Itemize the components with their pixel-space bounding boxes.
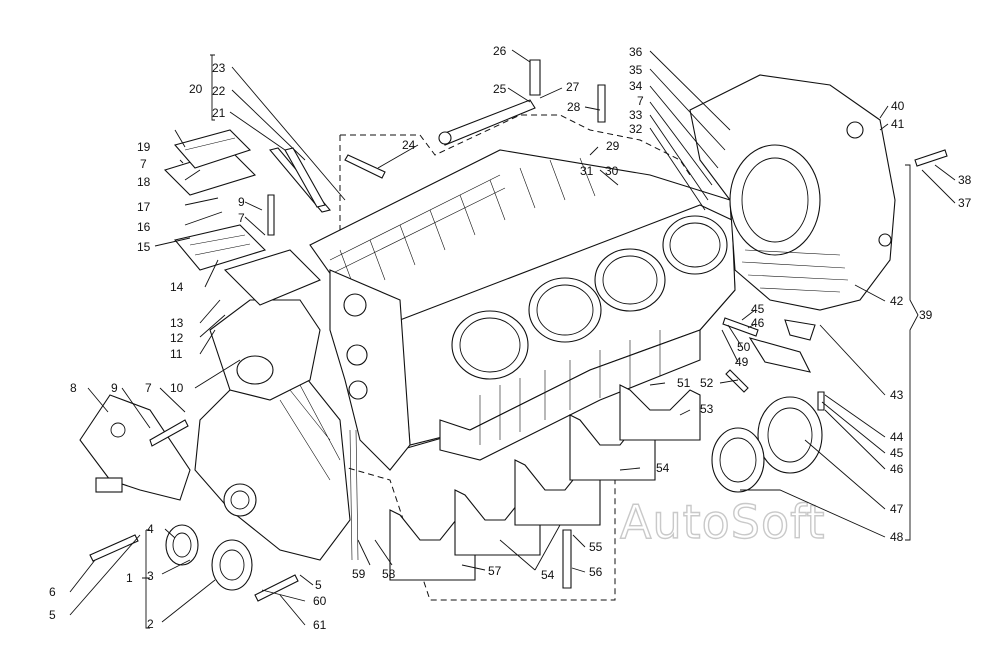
breather-cover	[163, 129, 257, 196]
callout-53: 53	[700, 402, 714, 416]
callout-25: 25	[493, 82, 507, 96]
callout-13: 13	[170, 316, 184, 330]
flywheel-housing	[689, 74, 896, 311]
callout-14: 14	[170, 280, 184, 294]
callout-55: 55	[589, 540, 603, 554]
callout-9-lower: 9	[111, 381, 118, 395]
callout-46-lower: 46	[890, 462, 904, 476]
callout-10: 10	[170, 381, 184, 395]
cover-plate	[748, 319, 816, 373]
callout-60: 60	[313, 594, 327, 608]
callout-2: 2	[147, 617, 154, 631]
callout-52: 52	[700, 376, 714, 390]
callout-54-upper: 54	[656, 461, 670, 475]
callout-1: 1	[126, 571, 133, 585]
oil-tubes	[269, 147, 331, 213]
watermark: AutoSoft	[620, 495, 826, 549]
callout-48: 48	[890, 530, 904, 544]
callout-3: 3	[147, 569, 154, 583]
callout-56: 56	[589, 565, 603, 579]
callout-12: 12	[170, 331, 184, 345]
callout-40: 40	[891, 99, 905, 113]
callout-33: 33	[629, 108, 643, 122]
callout-44: 44	[890, 430, 904, 444]
callout-7-top: 7	[637, 94, 644, 108]
callout-6: 6	[49, 585, 56, 599]
callout-31: 31	[580, 164, 594, 178]
callout-38: 38	[958, 173, 972, 187]
tie-rod	[438, 99, 536, 146]
callout-57: 57	[488, 564, 502, 578]
callout-16: 16	[137, 220, 151, 234]
rear-seals	[711, 396, 823, 493]
callout-51: 51	[677, 376, 691, 390]
callout-30: 30	[605, 164, 619, 178]
callout-15: 15	[137, 240, 151, 254]
callout-7-left: 7	[140, 157, 147, 171]
callout-7-lower: 7	[145, 381, 152, 395]
callout-23: 23	[212, 61, 226, 75]
callout-labels: 23 20 22 21 26 25 27 28 24 29 31 30 36 3…	[49, 44, 972, 632]
callout-59: 59	[352, 567, 366, 581]
callout-17: 17	[137, 200, 151, 214]
gasket-strip	[349, 429, 359, 561]
callout-27: 27	[566, 80, 580, 94]
callout-24: 24	[402, 138, 416, 152]
callout-5-left: 5	[49, 608, 56, 622]
callout-7-mid: 7	[238, 211, 245, 225]
callout-34: 34	[629, 79, 643, 93]
callout-9-upper: 9	[238, 195, 245, 209]
callout-42: 42	[890, 294, 904, 308]
callout-39: 39	[919, 308, 933, 322]
callout-45-upper: 45	[751, 302, 765, 316]
front-bracket	[79, 394, 191, 501]
callout-37: 37	[958, 196, 972, 210]
callout-36: 36	[629, 45, 643, 59]
callout-43: 43	[890, 388, 904, 402]
callout-61: 61	[313, 618, 327, 632]
leader-lines	[69, 49, 956, 629]
callout-46-upper: 46	[751, 316, 765, 330]
callout-35: 35	[629, 63, 643, 77]
callout-50: 50	[737, 340, 751, 354]
callout-41: 41	[891, 117, 905, 131]
callout-54-lower: 54	[541, 568, 555, 582]
callout-8: 8	[70, 381, 77, 395]
callout-26: 26	[493, 44, 507, 58]
callout-47: 47	[890, 502, 904, 516]
callout-4: 4	[147, 522, 154, 536]
callout-49: 49	[735, 355, 749, 369]
callout-18: 18	[137, 175, 151, 189]
callout-45-lower: 45	[890, 446, 904, 460]
front-seals	[165, 524, 253, 591]
cylinder-block	[309, 149, 736, 471]
callout-5-right: 5	[315, 578, 322, 592]
callout-58: 58	[382, 567, 396, 581]
water-pump-housing	[174, 224, 321, 401]
callout-11: 11	[170, 347, 183, 361]
callout-21: 21	[212, 106, 226, 120]
callout-20: 20	[189, 82, 203, 96]
main-bearing-caps	[389, 384, 701, 581]
callout-22: 22	[212, 84, 226, 98]
callout-29: 29	[606, 139, 620, 153]
callout-28: 28	[567, 100, 581, 114]
callout-32: 32	[629, 122, 643, 136]
callout-19: 19	[137, 140, 151, 154]
